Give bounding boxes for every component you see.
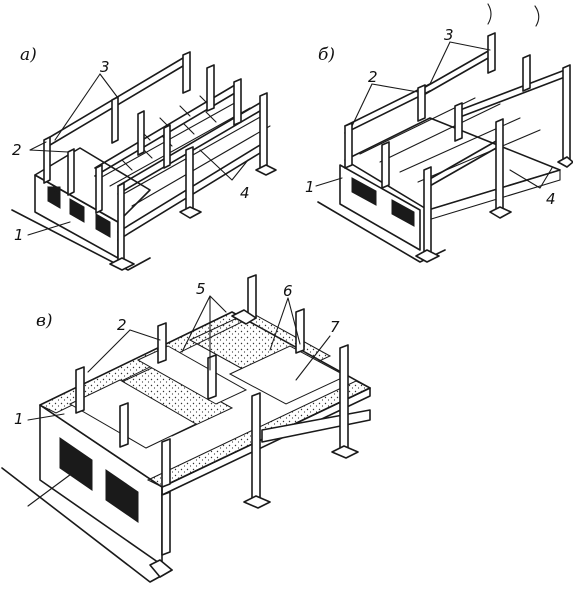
foundation-pads bbox=[231, 309, 359, 509]
columns bbox=[75, 274, 349, 556]
window bbox=[69, 198, 85, 223]
infill-zones bbox=[38, 311, 372, 488]
panel-a-label: а) bbox=[20, 45, 37, 65]
floor-planks bbox=[359, 97, 541, 183]
beam bbox=[344, 83, 431, 134]
panel-v-label: в) bbox=[36, 311, 53, 331]
scan-mark bbox=[487, 3, 540, 27]
panel-v: в) bbox=[1, 274, 372, 583]
window bbox=[351, 177, 377, 206]
callout-6: 6 bbox=[283, 282, 293, 300]
foundation-pad bbox=[149, 559, 173, 578]
callout-3: 3 bbox=[100, 58, 110, 76]
panel-b: б) bbox=[305, 3, 573, 263]
callout-7: 7 bbox=[330, 318, 340, 336]
callout-4: 4 bbox=[546, 190, 556, 208]
panel-b-label: б) bbox=[318, 45, 335, 65]
foundation-pads bbox=[415, 156, 573, 263]
callout-2: 2 bbox=[117, 316, 127, 334]
beam bbox=[427, 139, 499, 188]
window bbox=[105, 469, 139, 523]
panel-a: а) bbox=[11, 45, 277, 271]
callouts-v: 5 6 7 2 1 bbox=[14, 280, 340, 507]
callouts-a: 3 2 4 1 bbox=[12, 58, 250, 244]
callout-1: 1 bbox=[305, 178, 315, 196]
callout-1: 1 bbox=[14, 410, 24, 428]
deck-edge bbox=[427, 169, 561, 221]
foundation-pads bbox=[109, 164, 277, 271]
callout-1: 1 bbox=[14, 226, 24, 244]
callouts-b: 3 2 4 1 bbox=[305, 26, 556, 208]
window bbox=[47, 186, 61, 209]
ground-plane bbox=[11, 209, 151, 271]
window bbox=[59, 437, 93, 491]
columns bbox=[344, 32, 571, 258]
callout-2: 2 bbox=[12, 141, 22, 159]
beam bbox=[459, 69, 566, 118]
callout-5: 5 bbox=[196, 280, 206, 298]
beam bbox=[419, 49, 491, 98]
callout-4: 4 bbox=[240, 184, 250, 202]
window bbox=[391, 199, 415, 227]
window bbox=[95, 213, 111, 238]
callout-3: 3 bbox=[444, 26, 454, 44]
callout-2: 2 bbox=[368, 68, 378, 86]
